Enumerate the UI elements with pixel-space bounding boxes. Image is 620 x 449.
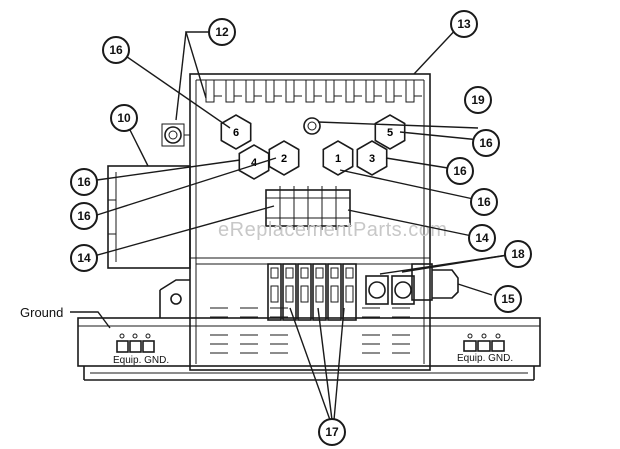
callout-13: 13 (450, 10, 478, 38)
terminal (305, 79, 315, 103)
terminal (245, 79, 255, 103)
equip-gnd-left-block (116, 333, 155, 353)
breaker-label: 6 (233, 127, 239, 139)
svg-text:16: 16 (477, 195, 491, 209)
callout-16-f: 16 (470, 188, 498, 216)
svg-text:13: 13 (457, 17, 471, 31)
svg-text:17: 17 (325, 425, 339, 439)
breaker-3: 3 (356, 140, 388, 176)
terminal (265, 79, 275, 103)
breaker-label: 1 (335, 153, 341, 165)
breaker-label: 2 (281, 153, 287, 165)
receptacles (365, 275, 415, 305)
terminal (405, 79, 415, 103)
breaker-1: 1 (322, 140, 354, 176)
callout-16-e: 16 (70, 202, 98, 230)
bank-breaker (267, 263, 282, 321)
indicator-light (303, 117, 321, 135)
breaker-4: 4 (238, 144, 270, 180)
svg-text:16: 16 (109, 43, 123, 57)
breaker-label: 4 (251, 157, 258, 169)
terminal (285, 79, 295, 103)
breaker-label: 5 (387, 127, 393, 139)
callout-16-c: 16 (70, 168, 98, 196)
watermark: eReplacementParts.com (218, 219, 447, 241)
svg-text:16: 16 (479, 136, 493, 150)
svg-text:16: 16 (77, 175, 91, 189)
terminal (385, 79, 395, 103)
callout-18: 18 (504, 240, 532, 268)
svg-text:12: 12 (215, 25, 229, 39)
svg-text:16: 16 (453, 164, 467, 178)
terminal-strip (205, 79, 422, 103)
callout-14-right: 14 (468, 224, 496, 252)
ground-label: Ground (20, 305, 63, 320)
breaker-6: 6 (220, 114, 252, 150)
callout-14-left: 14 (70, 244, 98, 272)
callout-16-d: 16 (446, 157, 474, 185)
vents (210, 307, 410, 354)
breaker-bank (267, 263, 357, 321)
callout-17: 17 (318, 418, 346, 446)
callout-10: 10 (110, 104, 138, 132)
svg-text:10: 10 (117, 111, 131, 125)
strain-relief (161, 123, 190, 147)
callout-19: 19 (464, 86, 492, 114)
svg-text:14: 14 (475, 231, 489, 245)
terminal (225, 79, 235, 103)
bank-breaker (297, 263, 312, 321)
svg-text:16: 16 (77, 209, 91, 223)
svg-text:19: 19 (471, 93, 485, 107)
breaker-2: 2 (268, 140, 300, 176)
terminal (365, 79, 375, 103)
breaker-label: 3 (369, 153, 375, 165)
chassis-base (77, 317, 541, 381)
svg-text:15: 15 (501, 292, 515, 306)
equip-gnd-left-label: Equip. GND. (113, 355, 169, 366)
callout-16-b: 16 (472, 129, 500, 157)
svg-text:18: 18 (511, 247, 525, 261)
svg-text:14: 14 (77, 251, 91, 265)
breaker-group: 1 2 3 4 5 6 (220, 114, 406, 180)
callout-12: 12 (208, 18, 236, 46)
side-enclosure (107, 165, 191, 318)
bank-breaker (327, 263, 342, 321)
terminal (325, 79, 335, 103)
terminal (345, 79, 355, 103)
equip-gnd-right-label: Equip. GND. (457, 353, 513, 364)
leader-lines (93, 24, 509, 421)
bank-breaker (342, 263, 357, 321)
callout-16-a: 16 (102, 36, 130, 64)
terminal (205, 79, 215, 103)
bank-breaker (282, 263, 297, 321)
cord-connector (411, 263, 459, 301)
bank-breaker (312, 263, 327, 321)
equip-gnd-right-block (463, 333, 505, 352)
callout-15: 15 (494, 285, 522, 313)
